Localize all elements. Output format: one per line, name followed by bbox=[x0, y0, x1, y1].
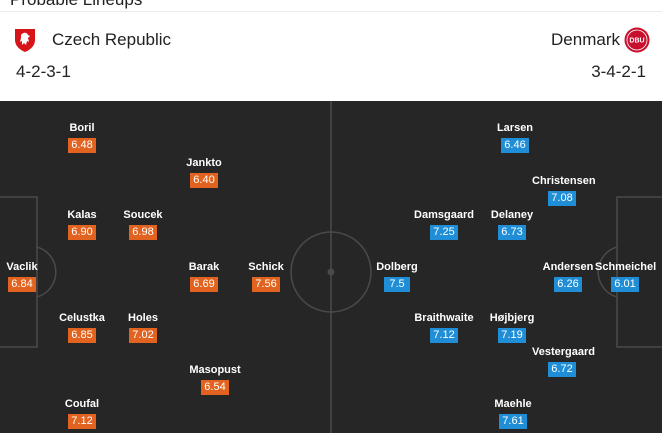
player-card-home-cam[interactable]: Barak 6.69 bbox=[174, 261, 234, 292]
player-card-home-ldm[interactable]: Soucek 6.98 bbox=[113, 209, 173, 240]
player-rating: 7.19 bbox=[498, 328, 526, 343]
player-card-home-ram[interactable]: Masopust 6.54 bbox=[185, 364, 245, 395]
team-header: Czech Republic 4-2-3-1 Denmark DBU 3-4-2… bbox=[0, 12, 662, 101]
player-rating: 6.84 bbox=[8, 277, 36, 292]
player-card-away-lcb[interactable]: Christensen 7.08 bbox=[532, 175, 596, 206]
player-name: Holes bbox=[128, 312, 158, 324]
dbu-crest-text: DBU bbox=[629, 38, 644, 45]
player-name: Schick bbox=[248, 261, 284, 273]
player-card-away-st[interactable]: Dolberg 7.5 bbox=[367, 261, 427, 292]
player-name: Andersen bbox=[542, 261, 594, 273]
player-name: Højbjerg bbox=[489, 312, 535, 324]
player-card-away-ram[interactable]: Braithwaite 7.12 bbox=[414, 312, 474, 343]
player-rating: 6.73 bbox=[498, 225, 526, 240]
player-rating: 7.08 bbox=[548, 191, 576, 206]
player-card-home-st[interactable]: Schick 7.56 bbox=[236, 261, 296, 292]
player-rating: 7.61 bbox=[499, 414, 527, 429]
player-card-away-rcb[interactable]: Vestergaard 6.72 bbox=[532, 346, 595, 377]
player-rating: 6.72 bbox=[548, 362, 576, 377]
player-rating: 6.40 bbox=[190, 173, 218, 188]
player-rating: 6.98 bbox=[129, 225, 157, 240]
player-rating: 6.69 bbox=[190, 277, 218, 292]
player-rating: 7.02 bbox=[129, 328, 157, 343]
player-name: Barak bbox=[188, 261, 220, 273]
player-card-away-lcm[interactable]: Delaney 6.73 bbox=[482, 209, 542, 240]
player-card-home-lb[interactable]: Boril 6.48 bbox=[52, 122, 112, 153]
player-name: Larsen bbox=[496, 122, 534, 134]
player-rating: 7.25 bbox=[430, 225, 458, 240]
home-formation: 4-2-3-1 bbox=[16, 62, 71, 81]
player-rating: 6.26 bbox=[554, 277, 582, 292]
player-name: Boril bbox=[69, 122, 95, 134]
player-card-away-rcm[interactable]: Højbjerg 7.19 bbox=[482, 312, 542, 343]
player-rating: 7.56 bbox=[252, 277, 280, 292]
player-card-home-gk[interactable]: Vaclik 6.84 bbox=[0, 261, 52, 292]
dbu-crest-icon: DBU bbox=[624, 27, 650, 53]
player-rating: 6.46 bbox=[501, 138, 529, 153]
player-card-away-cb[interactable]: Andersen 6.26 bbox=[538, 261, 598, 292]
player-rating: 6.01 bbox=[611, 277, 639, 292]
player-name: Schmeichel bbox=[595, 261, 657, 273]
player-card-away-rwb[interactable]: Maehle 7.61 bbox=[483, 398, 543, 429]
section-title: Probable Lineups bbox=[10, 0, 142, 10]
player-name: Kalas bbox=[67, 209, 97, 221]
player-card-away-lam[interactable]: Damsgaard 7.25 bbox=[414, 209, 474, 240]
player-name: Vaclik bbox=[6, 261, 38, 273]
player-card-home-rdm[interactable]: Holes 7.02 bbox=[113, 312, 173, 343]
away-team-name: Denmark bbox=[551, 30, 620, 49]
player-rating: 7.12 bbox=[430, 328, 458, 343]
player-rating: 6.90 bbox=[68, 225, 96, 240]
pitch-lines bbox=[0, 101, 662, 433]
czech-fa-lion-crest-icon bbox=[15, 29, 35, 52]
player-name: Delaney bbox=[490, 209, 534, 221]
player-rating: 6.48 bbox=[68, 138, 96, 153]
player-name: Coufal bbox=[64, 398, 100, 410]
away-formation: 3-4-2-1 bbox=[591, 62, 646, 81]
pitch: Vaclik 6.84 Boril 6.48 Kalas 6.90 Celustka 6… bbox=[0, 101, 662, 433]
player-rating: 6.85 bbox=[68, 328, 96, 343]
home-team-name: Czech Republic bbox=[52, 30, 172, 49]
player-rating: 7.12 bbox=[68, 414, 96, 429]
player-name: Soucek bbox=[123, 209, 163, 221]
header-divider bbox=[0, 11, 662, 12]
player-name: Vestergaard bbox=[532, 346, 595, 358]
player-card-away-lwb[interactable]: Larsen 6.46 bbox=[485, 122, 545, 153]
player-name: Maehle bbox=[494, 398, 532, 410]
player-rating: 6.54 bbox=[201, 380, 229, 395]
player-name: Damsgaard bbox=[414, 209, 474, 221]
player-card-home-rcb[interactable]: Celustka 6.85 bbox=[52, 312, 112, 343]
player-card-away-gk[interactable]: Schmeichel 6.01 bbox=[595, 261, 657, 292]
section-header: Probable Lineups bbox=[0, 0, 662, 12]
player-card-home-rb[interactable]: Coufal 7.12 bbox=[52, 398, 112, 429]
player-name: Christensen bbox=[532, 175, 596, 187]
player-card-home-lcb[interactable]: Kalas 6.90 bbox=[52, 209, 112, 240]
player-card-home-lam[interactable]: Jankto 6.40 bbox=[174, 157, 234, 188]
player-name: Celustka bbox=[59, 312, 105, 324]
player-name: Masopust bbox=[189, 364, 241, 376]
player-name: Braithwaite bbox=[414, 312, 474, 324]
player-rating: 7.5 bbox=[384, 277, 410, 292]
player-name: Dolberg bbox=[376, 261, 418, 273]
player-name: Jankto bbox=[186, 157, 222, 169]
